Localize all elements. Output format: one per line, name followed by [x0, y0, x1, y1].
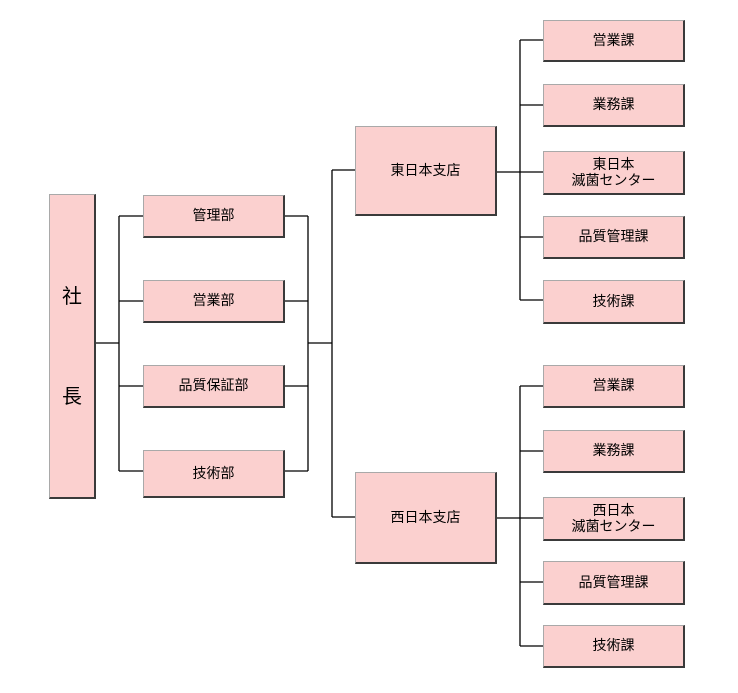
section-box-east-engineering: 技術課: [543, 280, 685, 324]
president-box: 社 長: [49, 194, 96, 499]
department-label: 技術部: [192, 465, 235, 482]
department-label: 品質保証部: [178, 378, 249, 394]
president-char-2: 長: [62, 384, 82, 408]
president-char-1: 社: [62, 284, 82, 308]
section-label: 業務課: [592, 443, 635, 459]
section-box-west-operations: 業務課: [543, 430, 685, 473]
department-box-engineering: 技術部: [143, 450, 285, 498]
section-box-west-sterilization-center: 西日本 滅菌センター: [543, 497, 685, 541]
department-box-admin: 管理部: [143, 195, 285, 238]
department-label: 営業部: [192, 293, 235, 309]
section-label: 営業課: [592, 32, 635, 49]
section-label-line-2: 滅菌センター: [571, 518, 656, 535]
section-label-line-1: 東日本: [592, 156, 635, 173]
section-label: 業務課: [592, 97, 635, 113]
department-label: 管理部: [192, 208, 235, 224]
section-label: 品質管理課: [578, 229, 649, 245]
section-box-east-sales: 営業課: [543, 20, 685, 62]
section-box-east-operations: 業務課: [543, 84, 685, 127]
branch-box-west: 西日本支店: [355, 472, 497, 564]
section-box-west-engineering: 技術課: [543, 625, 685, 668]
section-box-east-quality-control: 品質管理課: [543, 216, 685, 259]
section-box-west-quality-control: 品質管理課: [543, 561, 685, 605]
section-label: 営業課: [592, 378, 635, 394]
section-label: 品質管理課: [578, 574, 649, 591]
section-label: 技術課: [592, 638, 635, 654]
section-label-line-2: 滅菌センター: [571, 172, 656, 189]
section-box-east-sterilization-center: 東日本 滅菌センター: [543, 151, 685, 195]
branch-label: 東日本支店: [390, 162, 461, 179]
section-box-west-sales: 営業課: [543, 365, 685, 408]
department-box-sales: 営業部: [143, 280, 285, 323]
branch-box-east: 東日本支店: [355, 126, 497, 216]
section-label-line-1: 西日本: [592, 502, 635, 519]
department-box-quality-assurance: 品質保証部: [143, 365, 285, 408]
section-label: 技術課: [592, 293, 635, 310]
branch-label: 西日本支店: [390, 509, 461, 526]
